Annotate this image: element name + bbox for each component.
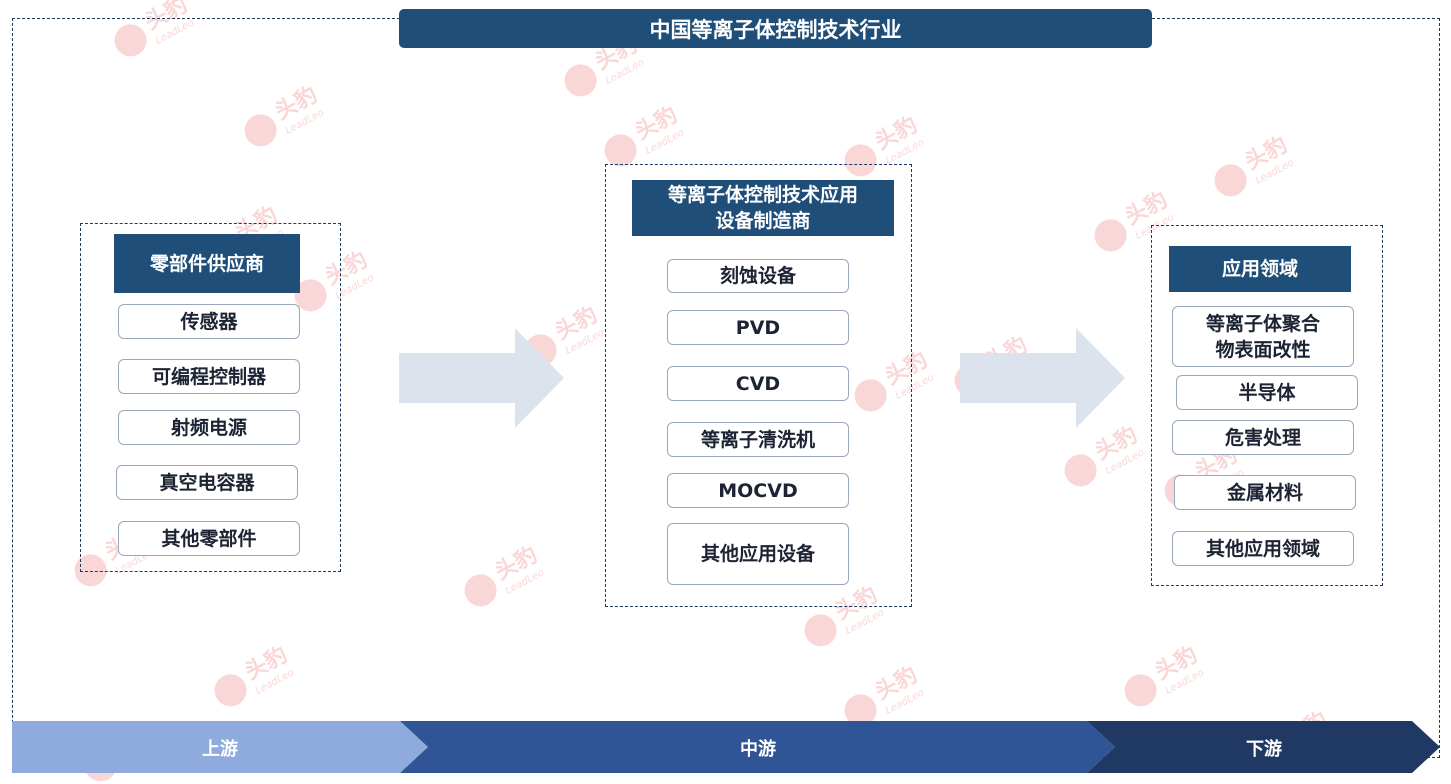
midstream-item-cvd: CVD: [667, 366, 849, 401]
downstream-item-polymer-line1: 等离子体聚合: [1205, 312, 1320, 335]
arrow-shape: [960, 328, 1125, 428]
midstream-item-other-equipment: 其他应用设备: [667, 523, 849, 585]
midstream-item-mocvd: MOCVD: [667, 473, 849, 508]
stage-label-midstream: 中游: [740, 739, 776, 760]
midstream-header-line2: 设备制造商: [715, 210, 811, 232]
page-title: 中国等离子体控制技术行业: [399, 9, 1152, 48]
upstream-item-other-parts: 其他零部件: [118, 521, 300, 556]
upstream-item-rf-power: 射频电源: [118, 410, 300, 445]
downstream-item-other-fields: 其他应用领域: [1172, 531, 1354, 566]
upstream-item-plc: 可编程控制器: [118, 359, 300, 394]
downstream-item-polymer-surface: 等离子体聚合 物表面改性: [1172, 306, 1354, 367]
stage-label-downstream: 下游: [1246, 739, 1282, 760]
midstream-item-plasma-cleaner: 等离子清洗机: [667, 422, 849, 457]
arrow-shape: [399, 328, 564, 428]
upstream-header: 零部件供应商: [114, 234, 300, 293]
stage-label-upstream: 上游: [202, 739, 238, 760]
flow-arrow-midstream-to-downstream: [960, 328, 1125, 428]
stage-downstream-shape: [1087, 721, 1440, 773]
midstream-header: 等离子体控制技术应用 设备制造商: [632, 180, 894, 236]
midstream-header-line1: 等离子体控制技术应用: [667, 184, 858, 206]
downstream-item-semiconductor: 半导体: [1176, 375, 1358, 410]
upstream-item-vacuum-capacitor: 真空电容器: [116, 465, 298, 500]
downstream-item-hazard-treatment: 危害处理: [1172, 420, 1354, 455]
stage-upstream-shape: [12, 721, 428, 773]
upstream-item-sensor: 传感器: [118, 304, 300, 339]
stage-midstream-shape: [400, 721, 1115, 773]
flow-arrow-upstream-to-midstream: [399, 328, 564, 428]
downstream-header: 应用领域: [1169, 246, 1351, 292]
midstream-item-pvd: PVD: [667, 310, 849, 345]
downstream-group: [1151, 225, 1383, 586]
upstream-group: [80, 223, 341, 572]
midstream-item-etching: 刻蚀设备: [667, 259, 849, 293]
midstream-group: [605, 164, 912, 607]
downstream-item-polymer-line2: 物表面改性: [1215, 338, 1311, 361]
downstream-item-metal-materials: 金属材料: [1174, 475, 1356, 510]
